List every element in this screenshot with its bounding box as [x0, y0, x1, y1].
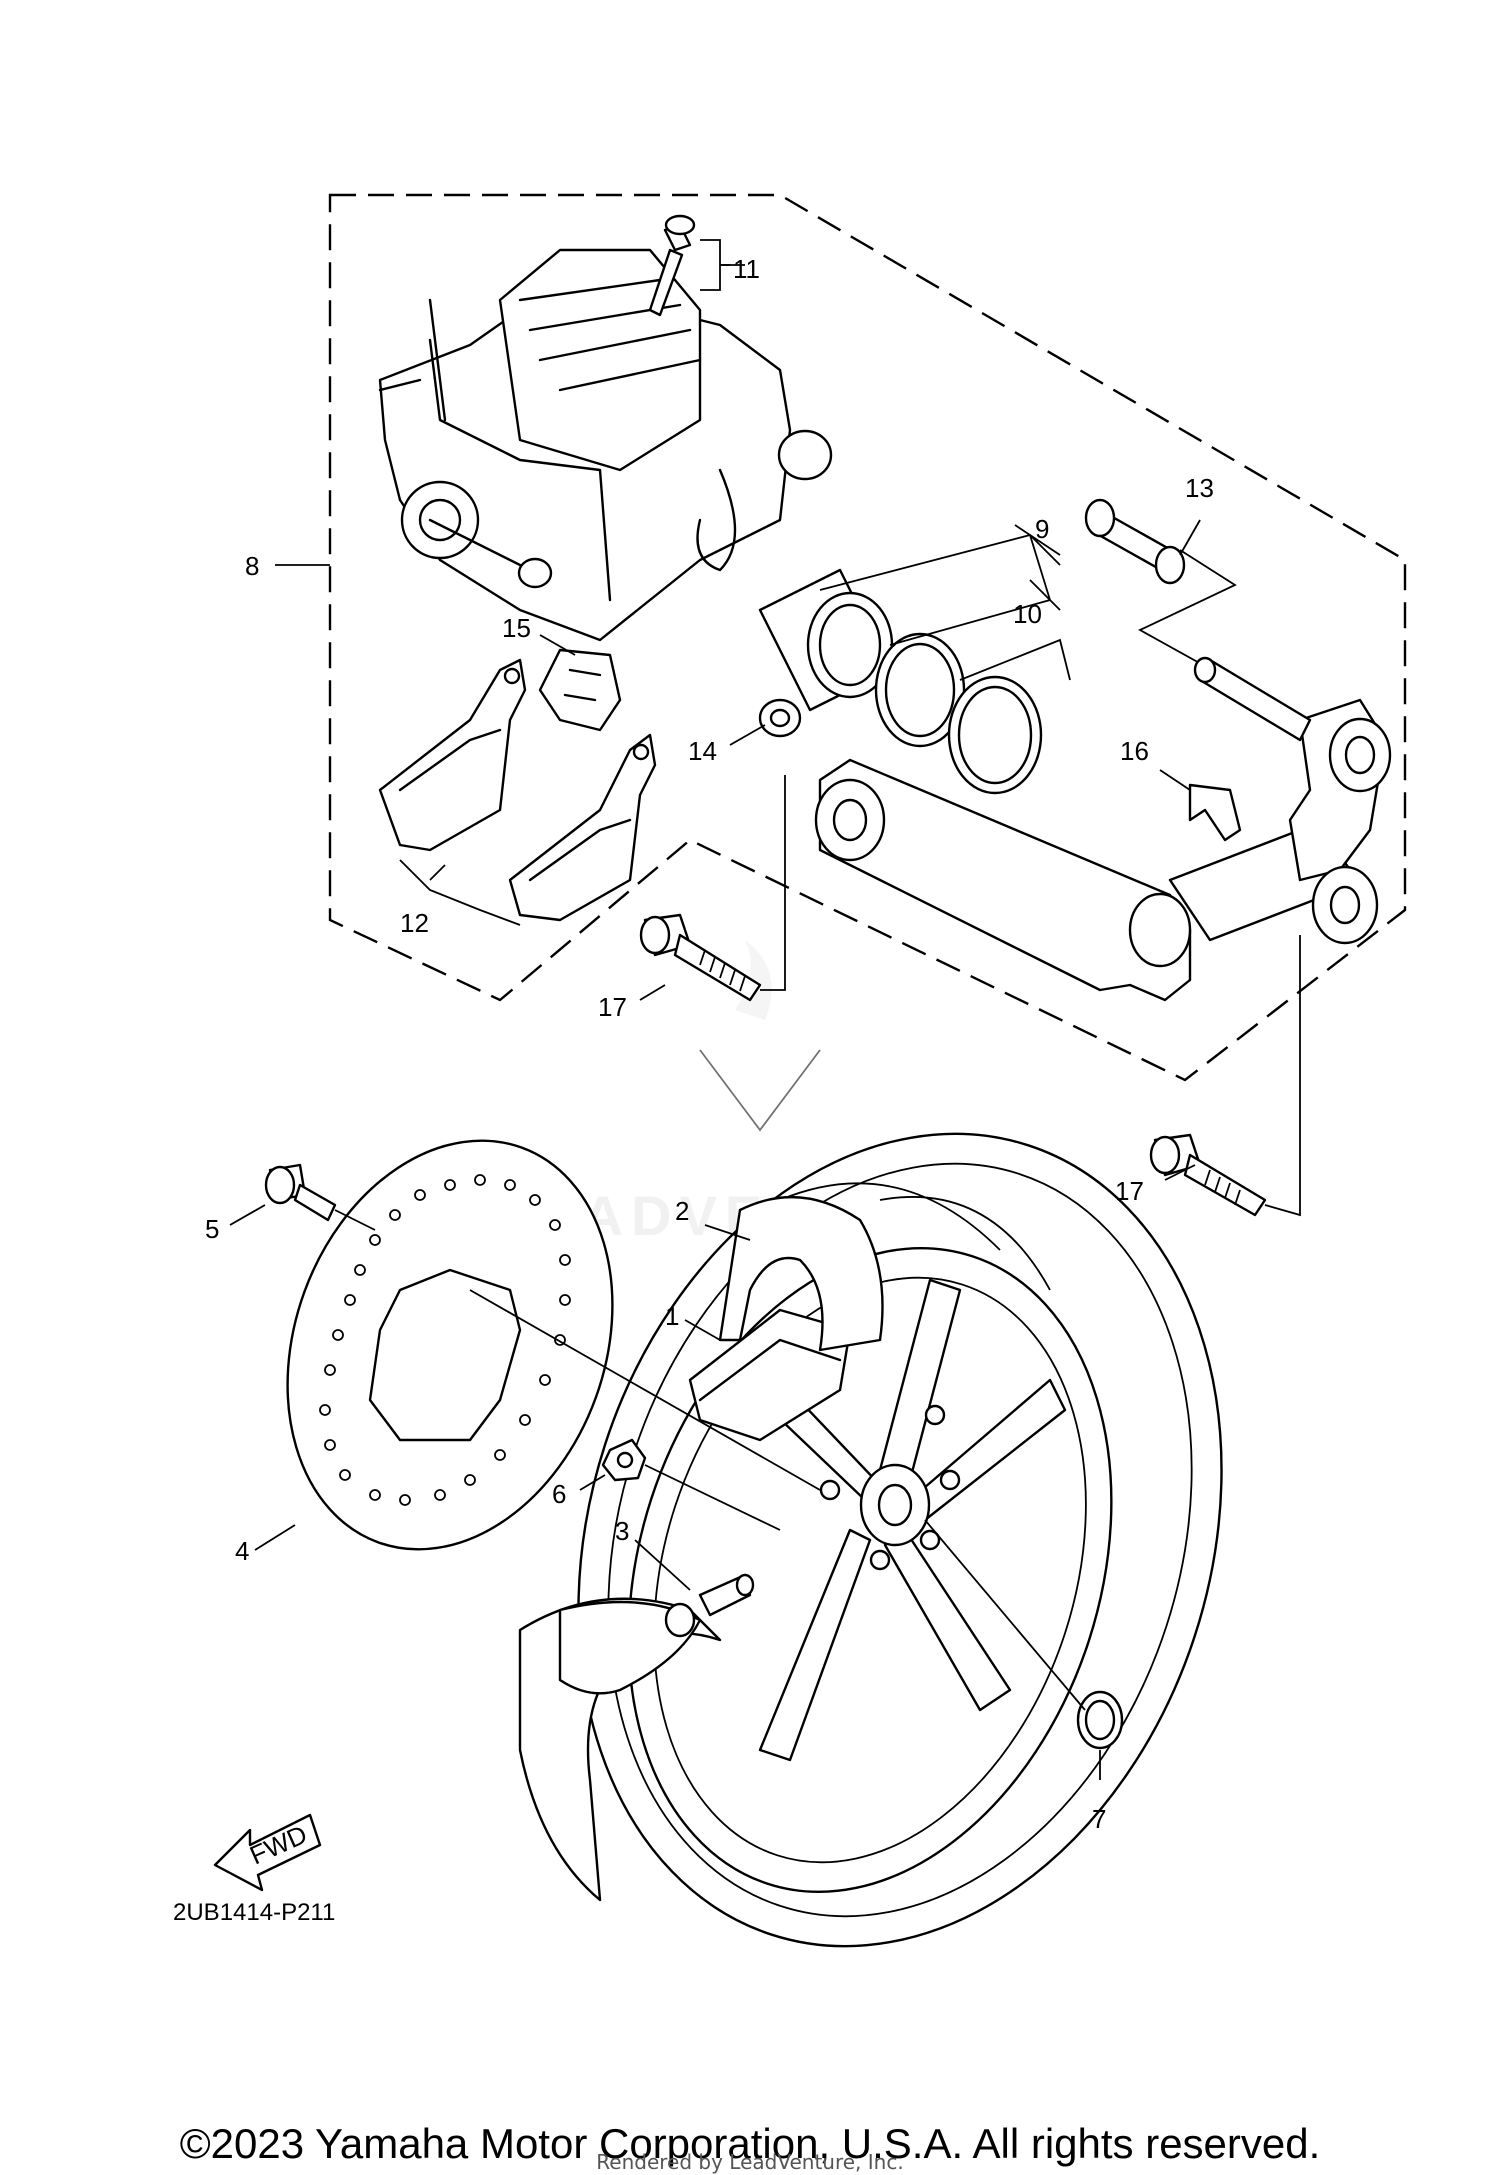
dust-seal [947, 675, 1043, 795]
callout-13: 13 [1185, 473, 1214, 503]
callout-labels: 1 2 3 4 5 6 7 8 9 10 11 12 13 14 15 16 1… [205, 254, 1214, 1834]
callout-14: 14 [688, 736, 717, 766]
bracket-bolt-upper [639, 913, 762, 1002]
pad-support [1188, 783, 1242, 842]
rendered-by-credit: Rendered by LeadVenture, Inc. [596, 2150, 904, 2174]
diagram-code: 2UB1414-P211 [173, 1899, 335, 1926]
leader-lines [229, 264, 1201, 1780]
wheel-collar [688, 1308, 852, 1442]
caliper-assembly-boundary [328, 193, 1407, 1082]
callout-3: 3 [615, 1516, 629, 1546]
callout-17-lower: 17 [1115, 1176, 1144, 1206]
bracket-bolt-lower [1149, 1133, 1267, 1217]
callout-12: 12 [400, 908, 429, 938]
callout-8: 8 [245, 551, 259, 581]
callout-10: 10 [1013, 599, 1042, 629]
forward-arrow: FWD [213, 1813, 322, 1892]
pin-boot [758, 698, 802, 738]
callout-17-upper: 17 [598, 992, 627, 1022]
pad-spring [538, 648, 622, 732]
callout-4: 4 [235, 1536, 249, 1566]
caliper-bracket [814, 656, 1392, 1002]
callout-15: 15 [502, 613, 531, 643]
callout-2: 2 [675, 1196, 689, 1226]
callout-6: 6 [552, 1479, 566, 1509]
tire-valve [664, 1573, 755, 1638]
brake-pad-right [508, 733, 657, 922]
disc-holes [319, 1174, 571, 1506]
caliper-body [378, 248, 833, 642]
callout-16: 16 [1120, 736, 1149, 766]
disc-bolt [264, 1163, 337, 1222]
caliper-guide-bolt [1084, 498, 1186, 585]
callout-9: 9 [1035, 514, 1049, 544]
tire-front-section [518, 1597, 722, 1902]
callout-5: 5 [205, 1214, 219, 1244]
callout-7: 7 [1092, 1804, 1106, 1834]
brake-pad-left [378, 658, 527, 852]
piston-seal [874, 632, 966, 748]
disc-nut [601, 1438, 647, 1482]
tire-section-upper [718, 1195, 884, 1352]
callout-1: 1 [665, 1301, 679, 1331]
copyright-notice: ©2023 Yamaha Motor Corporation, U.S.A. A… [179, 2120, 1321, 2167]
callout-11: 11 [733, 254, 760, 284]
brake-disc [286, 1139, 614, 1551]
oil-seal [1076, 1690, 1124, 1750]
caliper-piston [758, 568, 894, 712]
